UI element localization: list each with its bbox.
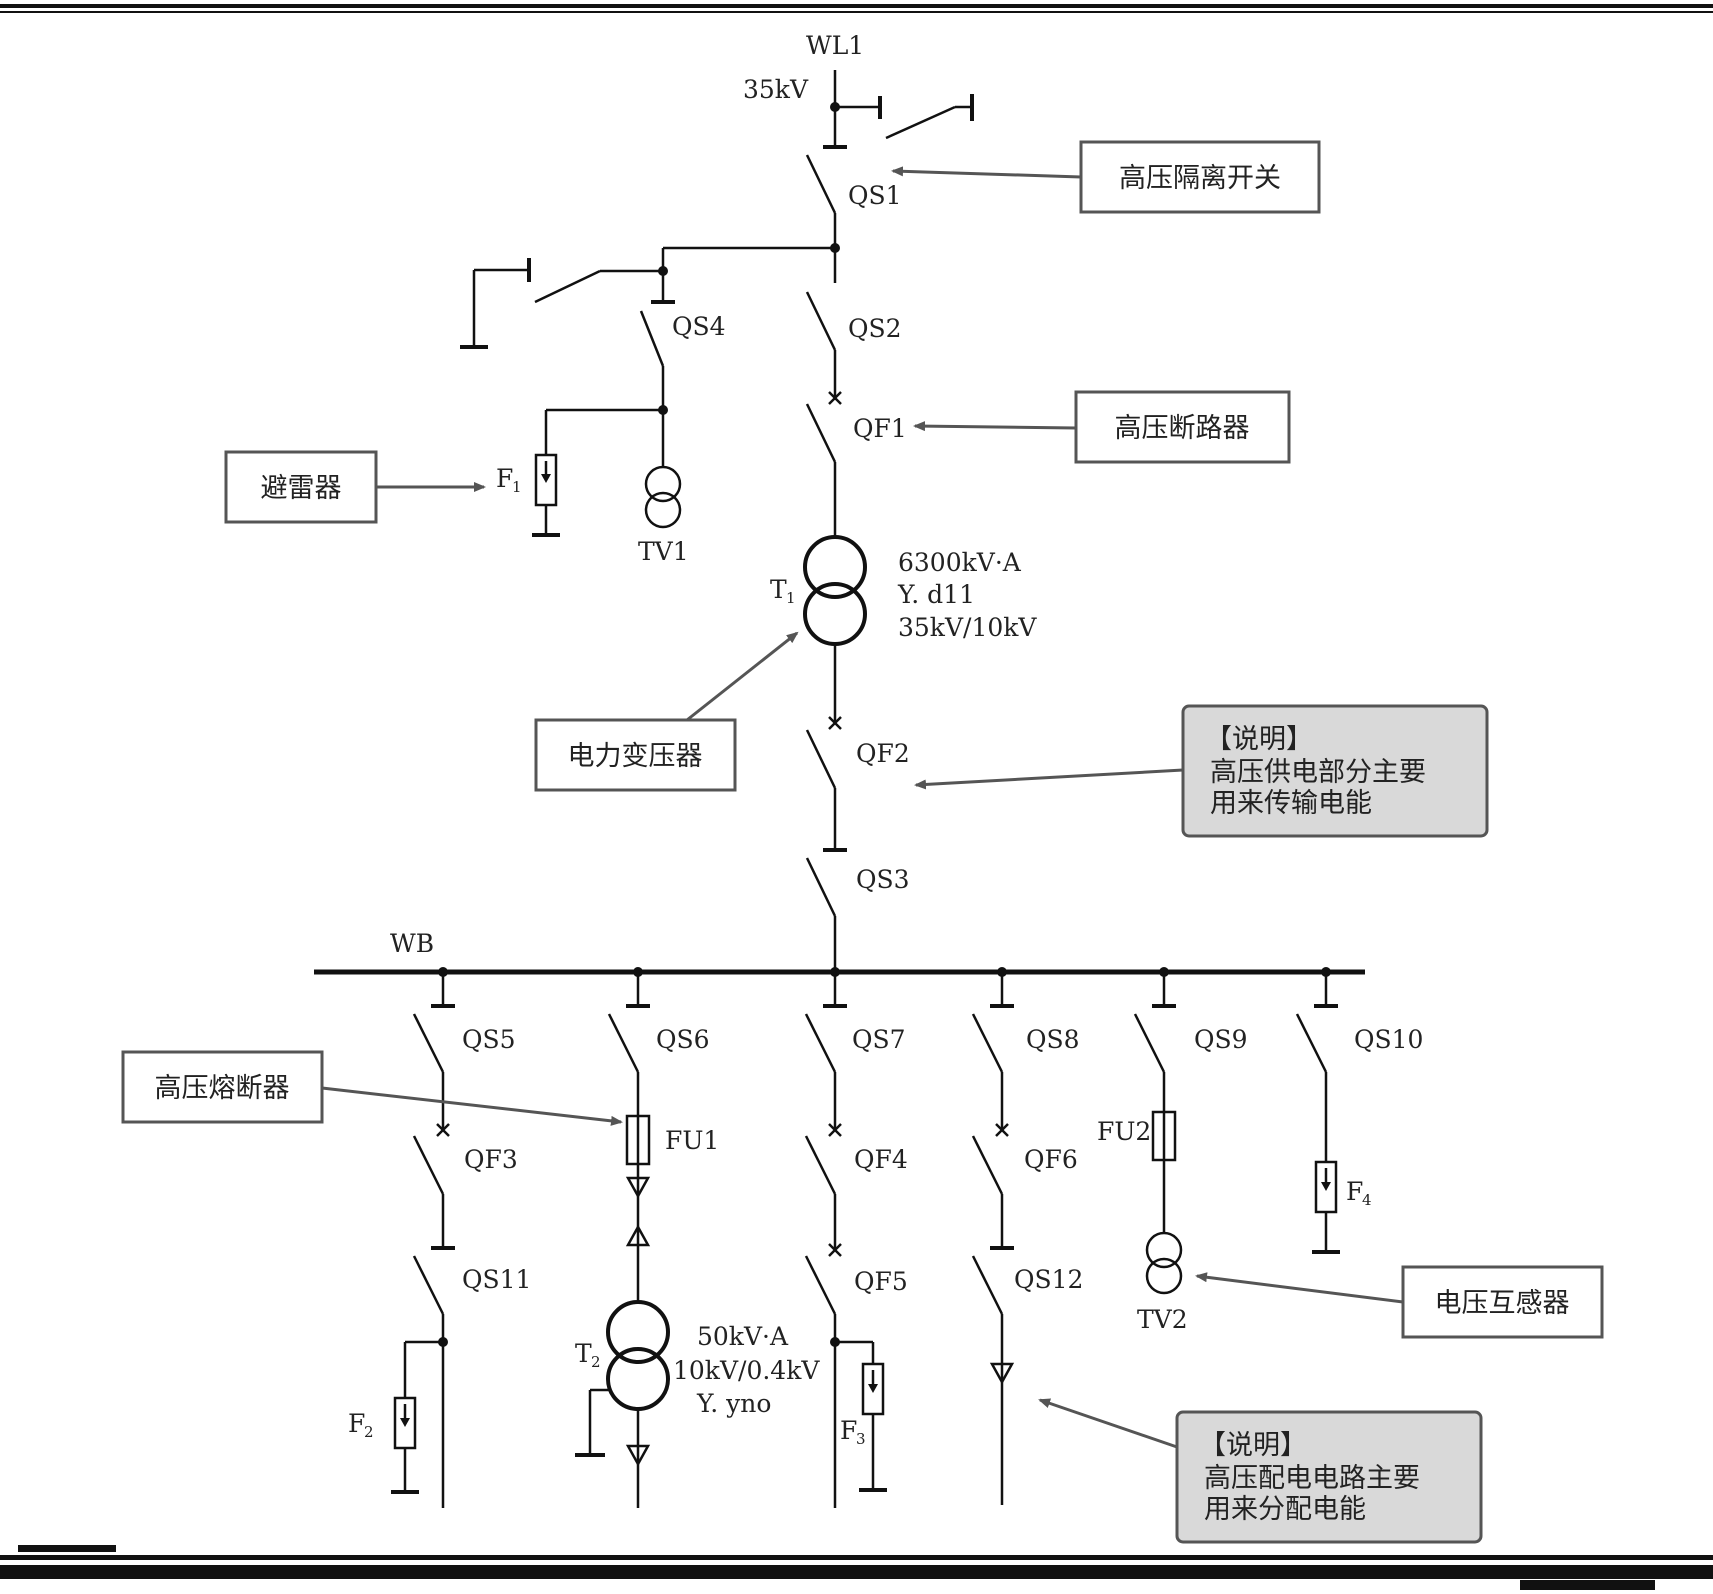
t1-subscript: 1 bbox=[786, 589, 796, 607]
disconnector-qs3: QS3 bbox=[805, 857, 910, 972]
f3-subscript: 3 bbox=[856, 1430, 866, 1448]
transformer-t1: T 1 6300kV·A Y. d11 35kV/10kV bbox=[770, 535, 1037, 722]
qf4-label: QF4 bbox=[854, 1145, 908, 1174]
t2-label: T bbox=[575, 1339, 592, 1368]
qs4-label: QS4 bbox=[672, 312, 726, 341]
callout-disconnector-text: 高压隔离开关 bbox=[1119, 163, 1281, 194]
f2-label: F bbox=[348, 1409, 365, 1438]
busbar-label: WB bbox=[390, 929, 434, 958]
note-hv-supply: 【说明】 高压供电部分主要 用来传输电能 bbox=[914, 704, 1489, 838]
note-hv-distribution: 【说明】 高压配电电路主要 用来分配电能 bbox=[1038, 1398, 1483, 1544]
note-hv-supply-heading: 【说明】 bbox=[1205, 724, 1313, 755]
fu1-label: FU1 bbox=[665, 1126, 719, 1155]
qs9-label: QS9 bbox=[1194, 1025, 1248, 1054]
t1-connection: Y. d11 bbox=[897, 580, 975, 609]
callout-fuse-text: 高压熔断器 bbox=[155, 1073, 290, 1104]
feeder-qs8: QS8 QF6 QS12 bbox=[971, 972, 1083, 1505]
t1-label: T bbox=[770, 575, 787, 604]
qs5-label: QS5 bbox=[462, 1025, 516, 1054]
vt-branch: QS4 TV1 F 1 bbox=[460, 243, 840, 566]
callout-fuse: 高压熔断器 bbox=[121, 1050, 623, 1126]
qs3-label: QS3 bbox=[856, 865, 910, 894]
busbar-wb: WB bbox=[314, 929, 1365, 977]
qf2-label: QF2 bbox=[856, 739, 910, 768]
callout-arrester: 避雷器 bbox=[224, 450, 486, 524]
qs6-label: QS6 bbox=[656, 1025, 710, 1054]
note-hv-distribution-line1: 高压配电电路主要 bbox=[1204, 1463, 1420, 1494]
qf3-label: QF3 bbox=[464, 1145, 518, 1174]
page-frame bbox=[0, 4, 1713, 1590]
t2-rating: 50kV·A bbox=[697, 1322, 789, 1351]
callout-arrester-text: 避雷器 bbox=[261, 473, 342, 504]
tv2-label: TV2 bbox=[1137, 1305, 1188, 1334]
qs12-label: QS12 bbox=[1014, 1265, 1083, 1294]
qf6-label: QF6 bbox=[1024, 1145, 1078, 1174]
t2-connection: Y. yno bbox=[696, 1389, 771, 1418]
incoming-line: WL1 35kV bbox=[743, 31, 974, 149]
qf5-label: QF5 bbox=[854, 1267, 908, 1296]
callout-breaker-text: 高压断路器 bbox=[1115, 413, 1250, 444]
callout-transformer: 电力变压器 bbox=[534, 631, 799, 792]
f4-subscript: 4 bbox=[1362, 1191, 1372, 1209]
feeder-qs9: QS9 FU2 TV2 bbox=[1097, 972, 1248, 1334]
note-hv-distribution-heading: 【说明】 bbox=[1199, 1430, 1307, 1461]
callout-vt-text: 电压互感器 bbox=[1435, 1288, 1570, 1319]
note-hv-supply-line1: 高压供电部分主要 bbox=[1210, 757, 1426, 788]
disconnector-qs1: QS1 bbox=[805, 154, 902, 283]
qf1-label: QF1 bbox=[853, 414, 907, 443]
t2-ratio: 10kV/0.4kV bbox=[673, 1356, 820, 1385]
disconnector-qs2: QS2 bbox=[805, 291, 902, 400]
callout-disconnector: 高压隔离开关 bbox=[891, 140, 1321, 214]
feeder-qs5: QS5 QF3 QS11 F 2 bbox=[348, 972, 531, 1508]
fu2-label: FU2 bbox=[1097, 1117, 1151, 1146]
note-hv-distribution-line2: 用来分配电能 bbox=[1204, 1494, 1366, 1525]
f4-label: F bbox=[1346, 1177, 1363, 1206]
qs10-label: QS10 bbox=[1354, 1025, 1423, 1054]
callout-breaker: 高压断路器 bbox=[913, 390, 1291, 464]
feeder-qs7: QS7 QF4 QF5 F 3 bbox=[804, 972, 908, 1508]
line-name: WL1 bbox=[806, 31, 864, 60]
note-hv-supply-line2: 用来传输电能 bbox=[1210, 788, 1372, 819]
qs1-label: QS1 bbox=[848, 181, 902, 210]
qs2-label: QS2 bbox=[848, 314, 902, 343]
line-voltage: 35kV bbox=[743, 75, 809, 104]
t1-rating: 6300kV·A bbox=[898, 548, 1022, 577]
feeder-qs10: QS10 F 4 bbox=[1295, 972, 1423, 1254]
callout-transformer-text: 电力变压器 bbox=[568, 741, 703, 772]
f2-subscript: 2 bbox=[364, 1423, 374, 1441]
callout-vt: 电压互感器 bbox=[1195, 1265, 1604, 1339]
t2-subscript: 2 bbox=[591, 1353, 601, 1371]
qs11-label: QS11 bbox=[462, 1265, 531, 1294]
feeder-qs6: QS6 FU1 T 2 50kV·A 10kV/0.4kV Y. yno bbox=[575, 972, 820, 1508]
f3-label: F bbox=[840, 1416, 857, 1445]
f1-subscript: 1 bbox=[512, 478, 522, 496]
breaker-qf2: QF2 bbox=[805, 716, 910, 852]
breaker-qf1: QF1 bbox=[805, 391, 907, 537]
f1-label: F bbox=[496, 464, 513, 493]
tv1-label: TV1 bbox=[638, 537, 689, 566]
qs7-label: QS7 bbox=[852, 1025, 906, 1054]
t1-ratio: 35kV/10kV bbox=[898, 613, 1037, 642]
qs8-label: QS8 bbox=[1026, 1025, 1080, 1054]
